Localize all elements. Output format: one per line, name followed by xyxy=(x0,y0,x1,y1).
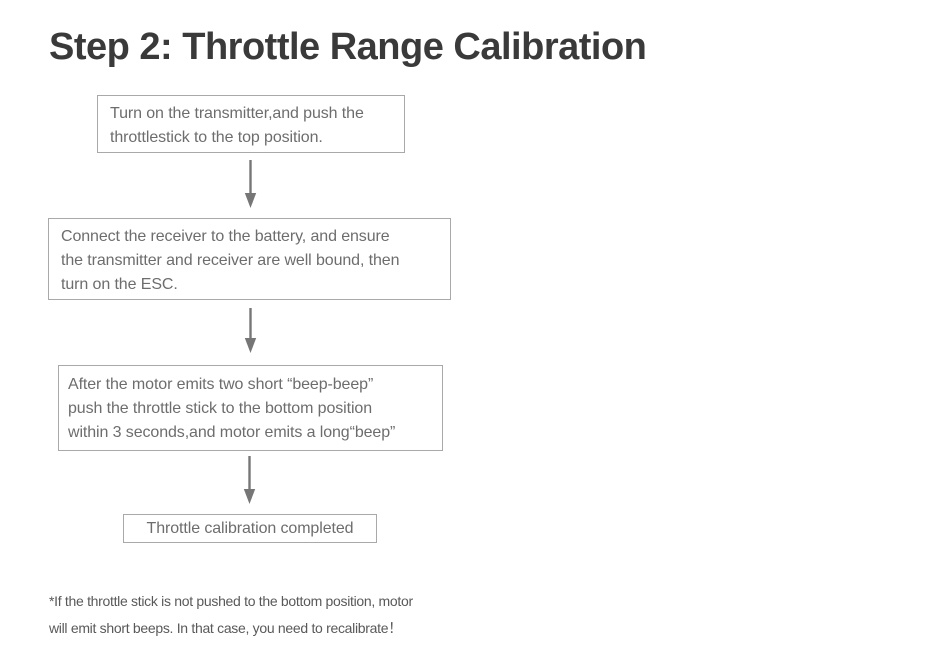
flow-step-text-line: Throttle calibration completed xyxy=(146,520,354,537)
footnote: *If the throttle stick is not pushed to … xyxy=(49,588,413,642)
flow-step-text-line: turn on the ESC. xyxy=(61,276,178,293)
flow-step-text-line: within 3 seconds,and motor emits a long“… xyxy=(68,424,396,441)
page-title: Step 2: Throttle Range Calibration xyxy=(49,26,647,68)
flow-step-text-line: Connect the receiver to the battery, and… xyxy=(61,228,390,245)
flow-step-connect-receiver: Connect the receiver to the battery, and… xyxy=(48,218,451,300)
flow-step-text-line: After the motor emits two short “beep-be… xyxy=(68,376,374,393)
footnote-text-line: *If the throttle stick is not pushed to … xyxy=(49,593,413,609)
down-arrow-icon xyxy=(243,456,256,504)
flow-step-text-line: the transmitter and receiver are well bo… xyxy=(61,252,400,269)
down-arrow-icon xyxy=(244,160,257,208)
flow-step-text-line: throttlestick to the top position. xyxy=(110,129,323,146)
flow-step-turn-on-transmitter: Turn on the transmitter,and push the thr… xyxy=(97,95,405,153)
flow-step-calibration-completed: Throttle calibration completed xyxy=(123,514,377,543)
flow-step-text-line: Turn on the transmitter,and push the xyxy=(110,105,364,122)
flow-step-text-line: push the throttle stick to the bottom po… xyxy=(68,400,373,417)
flow-step-push-throttle-bottom: After the motor emits two short “beep-be… xyxy=(58,365,443,451)
down-arrow-icon xyxy=(244,308,257,353)
footnote-text-line: will emit short beeps. In that case, you… xyxy=(49,620,402,636)
